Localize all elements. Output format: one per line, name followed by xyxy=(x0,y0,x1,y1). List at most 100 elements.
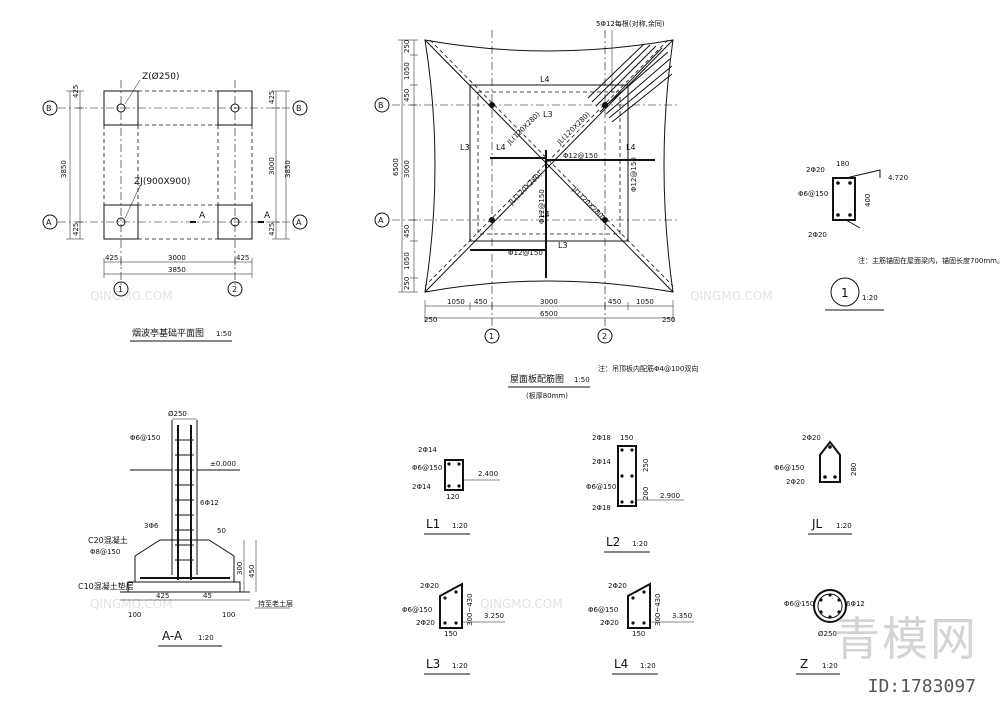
aa-dim-100: 100 xyxy=(222,611,235,619)
footing xyxy=(217,90,253,126)
L1-top: 2Φ14 xyxy=(418,446,437,454)
Z-label: Z xyxy=(800,657,808,671)
L2-elev: 2.900 xyxy=(660,492,680,500)
detail1-height: 400 xyxy=(864,194,872,207)
roof-plan-title: 屋面板配筋图 xyxy=(510,373,564,385)
aa-dim-425: 425 xyxy=(156,592,169,600)
Z-scale: 1:20 xyxy=(822,662,838,670)
footing xyxy=(217,204,253,240)
foundation-plan: Z(Ø250) ZJ(900X900) A A B B A A 1 2 3850… xyxy=(42,71,308,342)
detail1-elev: 4.720 xyxy=(888,174,908,182)
aa-dim-450: 450 xyxy=(248,565,256,578)
L3-stirrup: Φ6@150 xyxy=(402,606,432,614)
axis-bubble-B: B xyxy=(296,104,302,113)
aa-scale: 1:20 xyxy=(198,634,214,642)
label-L4: L4 xyxy=(540,210,550,219)
JL-stirrup: Φ6@150 xyxy=(774,464,804,472)
dim-450: 450 xyxy=(474,298,487,306)
detail1-bottom: 2Φ20 xyxy=(808,231,827,239)
L1-label: L1 xyxy=(426,517,440,531)
L4-scale: 1:20 xyxy=(640,662,656,670)
aa-elev: ±0.000 xyxy=(210,460,236,468)
watermark-brand: 青模网 xyxy=(834,612,978,666)
L1-stirrup: Φ6@150 xyxy=(412,464,442,472)
detail1-stirrup: Φ6@150 xyxy=(798,190,828,198)
pier-label: Z(Ø250) xyxy=(142,71,179,82)
dim-250: 250 xyxy=(424,316,437,324)
aa-concrete: C20混凝土 xyxy=(88,535,128,545)
L4-elev: 3.350 xyxy=(672,612,692,620)
detail1-width: 180 xyxy=(836,160,849,168)
label-L3: L3 xyxy=(460,143,470,152)
roof-plan-subtitle: (板厚80mm) xyxy=(526,391,568,400)
L3-bottom: 2Φ20 xyxy=(416,619,435,627)
L3-top: 2Φ20 xyxy=(420,582,439,590)
rebar-label: Φ12@150 xyxy=(538,189,546,224)
aa-pier: Ø250 xyxy=(168,410,187,418)
beam-JL: 2Φ20 Φ6@150 2Φ20 280 JL 1:20 xyxy=(774,434,858,535)
detail1-scale: 1:20 xyxy=(862,294,878,302)
detail1-note: 注：主筋锚固在屋面梁内，锚固长度700mm。 xyxy=(858,256,1000,265)
beam-L1: 2Φ14 Φ6@150 2Φ14 120 2.400 L1 1:20 xyxy=(412,446,500,535)
background-watermarks: QINGMO.COM QINGMO.COM QINGMO.COM QINGMO.… xyxy=(90,289,773,611)
axis-bubble-2: 2 xyxy=(602,332,607,341)
Z-stirrup: Φ6@150 xyxy=(784,600,814,608)
label-L4: L4 xyxy=(626,143,636,152)
axis-bubble-2: 2 xyxy=(232,285,237,294)
dim-3850: 3850 xyxy=(168,266,186,274)
L1-width: 120 xyxy=(446,493,459,501)
axis-bubble-B: B xyxy=(378,101,384,110)
section-mark: A xyxy=(264,211,271,221)
foundation-plan-scale: 1:50 xyxy=(216,330,232,338)
dim-250: 250 xyxy=(662,316,675,324)
JL-bottom: 2Φ20 xyxy=(786,478,805,486)
L1-elev: 2.400 xyxy=(478,470,498,478)
dim-3850: 3850 xyxy=(284,160,292,178)
dim-3850: 3850 xyxy=(60,160,68,178)
axis-bubble-1: 1 xyxy=(489,332,494,341)
L4-width: 150 xyxy=(632,630,645,638)
rafter-note: 5Φ12每根(对称,余同) xyxy=(596,19,665,28)
aa-main-bar: 6Φ12 xyxy=(200,499,219,507)
footing xyxy=(103,90,139,126)
dim-250: 250 xyxy=(403,277,411,290)
aa-label: A-A xyxy=(162,629,183,643)
rebar-label: Φ12@150 xyxy=(563,152,598,160)
L1-scale: 1:20 xyxy=(452,522,468,530)
L2-scale: 1:20 xyxy=(632,540,648,548)
L3-label: L3 xyxy=(426,657,440,671)
dim-3000: 3000 xyxy=(540,298,558,306)
JL-scale: 1:20 xyxy=(836,522,852,530)
label-L4: L4 xyxy=(540,75,550,84)
dim-425: 425 xyxy=(268,223,276,236)
footing-label: ZJ(900X900) xyxy=(134,177,190,187)
detail1-label: 1 xyxy=(841,286,849,300)
dim-425: 425 xyxy=(72,223,80,236)
watermark-faint: QINGMO.COM xyxy=(90,597,173,611)
label-L3: L3 xyxy=(543,110,553,119)
foundation-plan-title: 烟波亭基础平面图 xyxy=(132,327,204,339)
roof-plan-scale: 1:50 xyxy=(574,376,590,384)
dim-1050: 1050 xyxy=(447,298,465,306)
dim-425: 425 xyxy=(105,254,118,262)
axis-bubble-A: A xyxy=(296,218,302,227)
dim-250: 250 xyxy=(403,40,411,53)
label-L3: L3 xyxy=(558,241,568,250)
JL-label: JL xyxy=(811,517,823,531)
aa-base-bar: 3Φ6 xyxy=(144,522,159,530)
stirrups xyxy=(175,439,194,561)
L3-elev: 3.250 xyxy=(484,612,504,620)
label-JL: JL(120X280) xyxy=(505,110,542,147)
rebar-label: Φ12@150 xyxy=(630,157,638,192)
axis-bubble-A: A xyxy=(378,216,384,225)
column-Z: Φ6@150 6Φ12 Ø250 Z 1:20 xyxy=(784,589,865,675)
dim-425: 425 xyxy=(268,91,276,104)
dim-3000: 3000 xyxy=(403,160,411,178)
L3-scale: 1:20 xyxy=(452,662,468,670)
axis-bubble-A: A xyxy=(46,218,52,227)
label-L4: L4 xyxy=(496,143,506,152)
detail-1: 2Φ20 180 Φ6@150 2Φ20 400 4.720 注：主筋锚固在屋面… xyxy=(798,160,1000,311)
aa-dim-100: 100 xyxy=(128,611,141,619)
axis-bubble-B: B xyxy=(46,104,52,113)
dim-450: 450 xyxy=(403,89,411,102)
